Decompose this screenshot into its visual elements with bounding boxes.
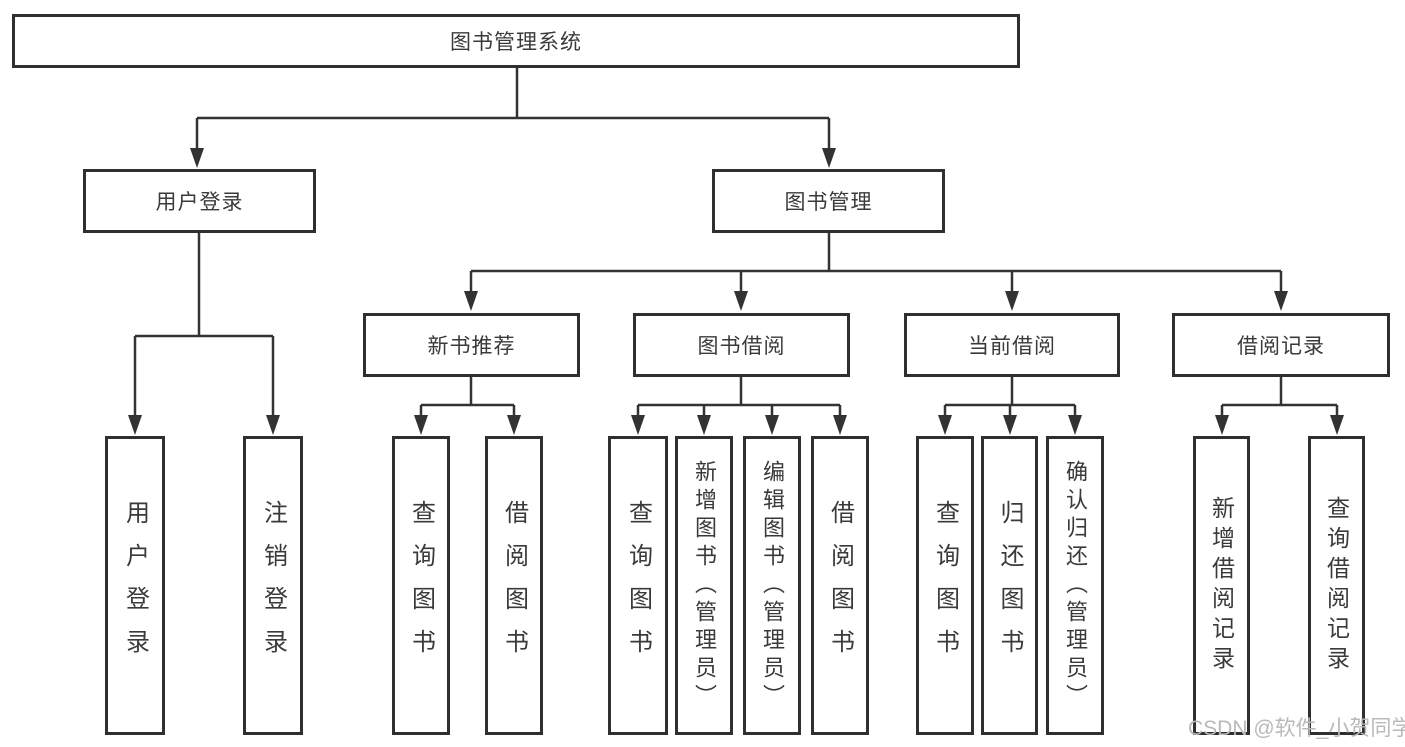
node-label: 新增借阅记录 (1208, 495, 1235, 676)
node-label: 确认归还（管理员） (1063, 459, 1088, 712)
arrowhead (190, 148, 204, 168)
connector-book-borrow-children (636, 377, 842, 418)
connector-current-borrow-children (943, 377, 1077, 418)
leaf-add-books-admin: 新增图书（管理员） (675, 436, 733, 735)
node-label: 图书管理 (784, 191, 873, 214)
node-new-book-recommend: 新书推荐 (363, 313, 580, 377)
arrowhead (938, 415, 952, 435)
connector-new-book-rec-children (419, 377, 516, 418)
node-label: 编辑图书（管理员） (760, 459, 785, 712)
connector-borrow-records-children (1220, 377, 1339, 418)
node-label: 用户登录 (121, 499, 149, 672)
connector-user-login-children (133, 233, 275, 418)
arrowhead (822, 148, 836, 168)
connector-root-to-level2 (195, 68, 831, 151)
arrowhead (266, 415, 280, 435)
node-label: 借阅图书 (826, 499, 854, 672)
arrowhead (464, 291, 478, 311)
arrowhead (1003, 415, 1017, 435)
node-label: 注销登录 (259, 499, 287, 672)
arrowhead (128, 415, 142, 435)
leaf-borrow-books-1: 借阅图书 (485, 436, 543, 735)
node-book-management: 图书管理 (712, 169, 945, 233)
leaf-confirm-return-admin: 确认归还（管理员） (1046, 436, 1104, 735)
node-label: 查询图书 (407, 499, 435, 672)
leaf-return-books: 归还图书 (981, 436, 1038, 735)
node-current-borrowing: 当前借阅 (904, 313, 1120, 377)
leaf-add-borrow-record: 新增借阅记录 (1193, 436, 1250, 735)
leaf-query-books-3: 查询图书 (916, 436, 974, 735)
arrowhead (1330, 415, 1344, 435)
node-label: 用户登录 (155, 191, 244, 214)
arrowhead (1215, 415, 1229, 435)
arrowhead (507, 415, 521, 435)
node-label: 借阅图书 (500, 499, 528, 672)
arrowhead (765, 415, 779, 435)
leaf-query-books-1: 查询图书 (392, 436, 450, 735)
node-label: 借阅记录 (1237, 335, 1325, 358)
node-label: 查询图书 (624, 499, 652, 672)
leaf-borrow-books-2: 借阅图书 (811, 436, 869, 735)
arrowhead (1274, 291, 1288, 311)
connector-book-mgmt-children (469, 233, 1283, 294)
node-label: 图书借阅 (697, 335, 786, 358)
node-label: 查询图书 (931, 499, 959, 672)
node-user-login: 用户登录 (83, 169, 316, 233)
arrowhead (1068, 415, 1082, 435)
csdn-watermark: CSDN @软件_小贺同学 (1188, 717, 1405, 740)
node-label: 查询借阅记录 (1323, 495, 1350, 676)
node-book-borrowing: 图书借阅 (633, 313, 850, 377)
leaf-edit-books-admin: 编辑图书（管理员） (743, 436, 801, 735)
node-label: 归还图书 (996, 499, 1023, 672)
arrowhead (734, 291, 748, 311)
arrowhead (697, 415, 711, 435)
leaf-logout: 注销登录 (243, 436, 303, 735)
node-label: 图书管理系统 (450, 31, 582, 54)
node-label: 新增图书（管理员） (692, 459, 717, 712)
node-borrowing-records: 借阅记录 (1172, 313, 1390, 377)
arrowhead (631, 415, 645, 435)
arrowhead (1005, 291, 1019, 311)
node-label: 当前借阅 (968, 335, 1056, 358)
leaf-query-borrow-record: 查询借阅记录 (1308, 436, 1365, 735)
arrowhead (414, 415, 428, 435)
node-library-management-system: 图书管理系统 (12, 14, 1020, 68)
node-label: 新书推荐 (427, 335, 516, 358)
leaf-query-books-2: 查询图书 (608, 436, 668, 735)
arrowhead (833, 415, 847, 435)
leaf-user-login: 用户登录 (105, 436, 165, 735)
